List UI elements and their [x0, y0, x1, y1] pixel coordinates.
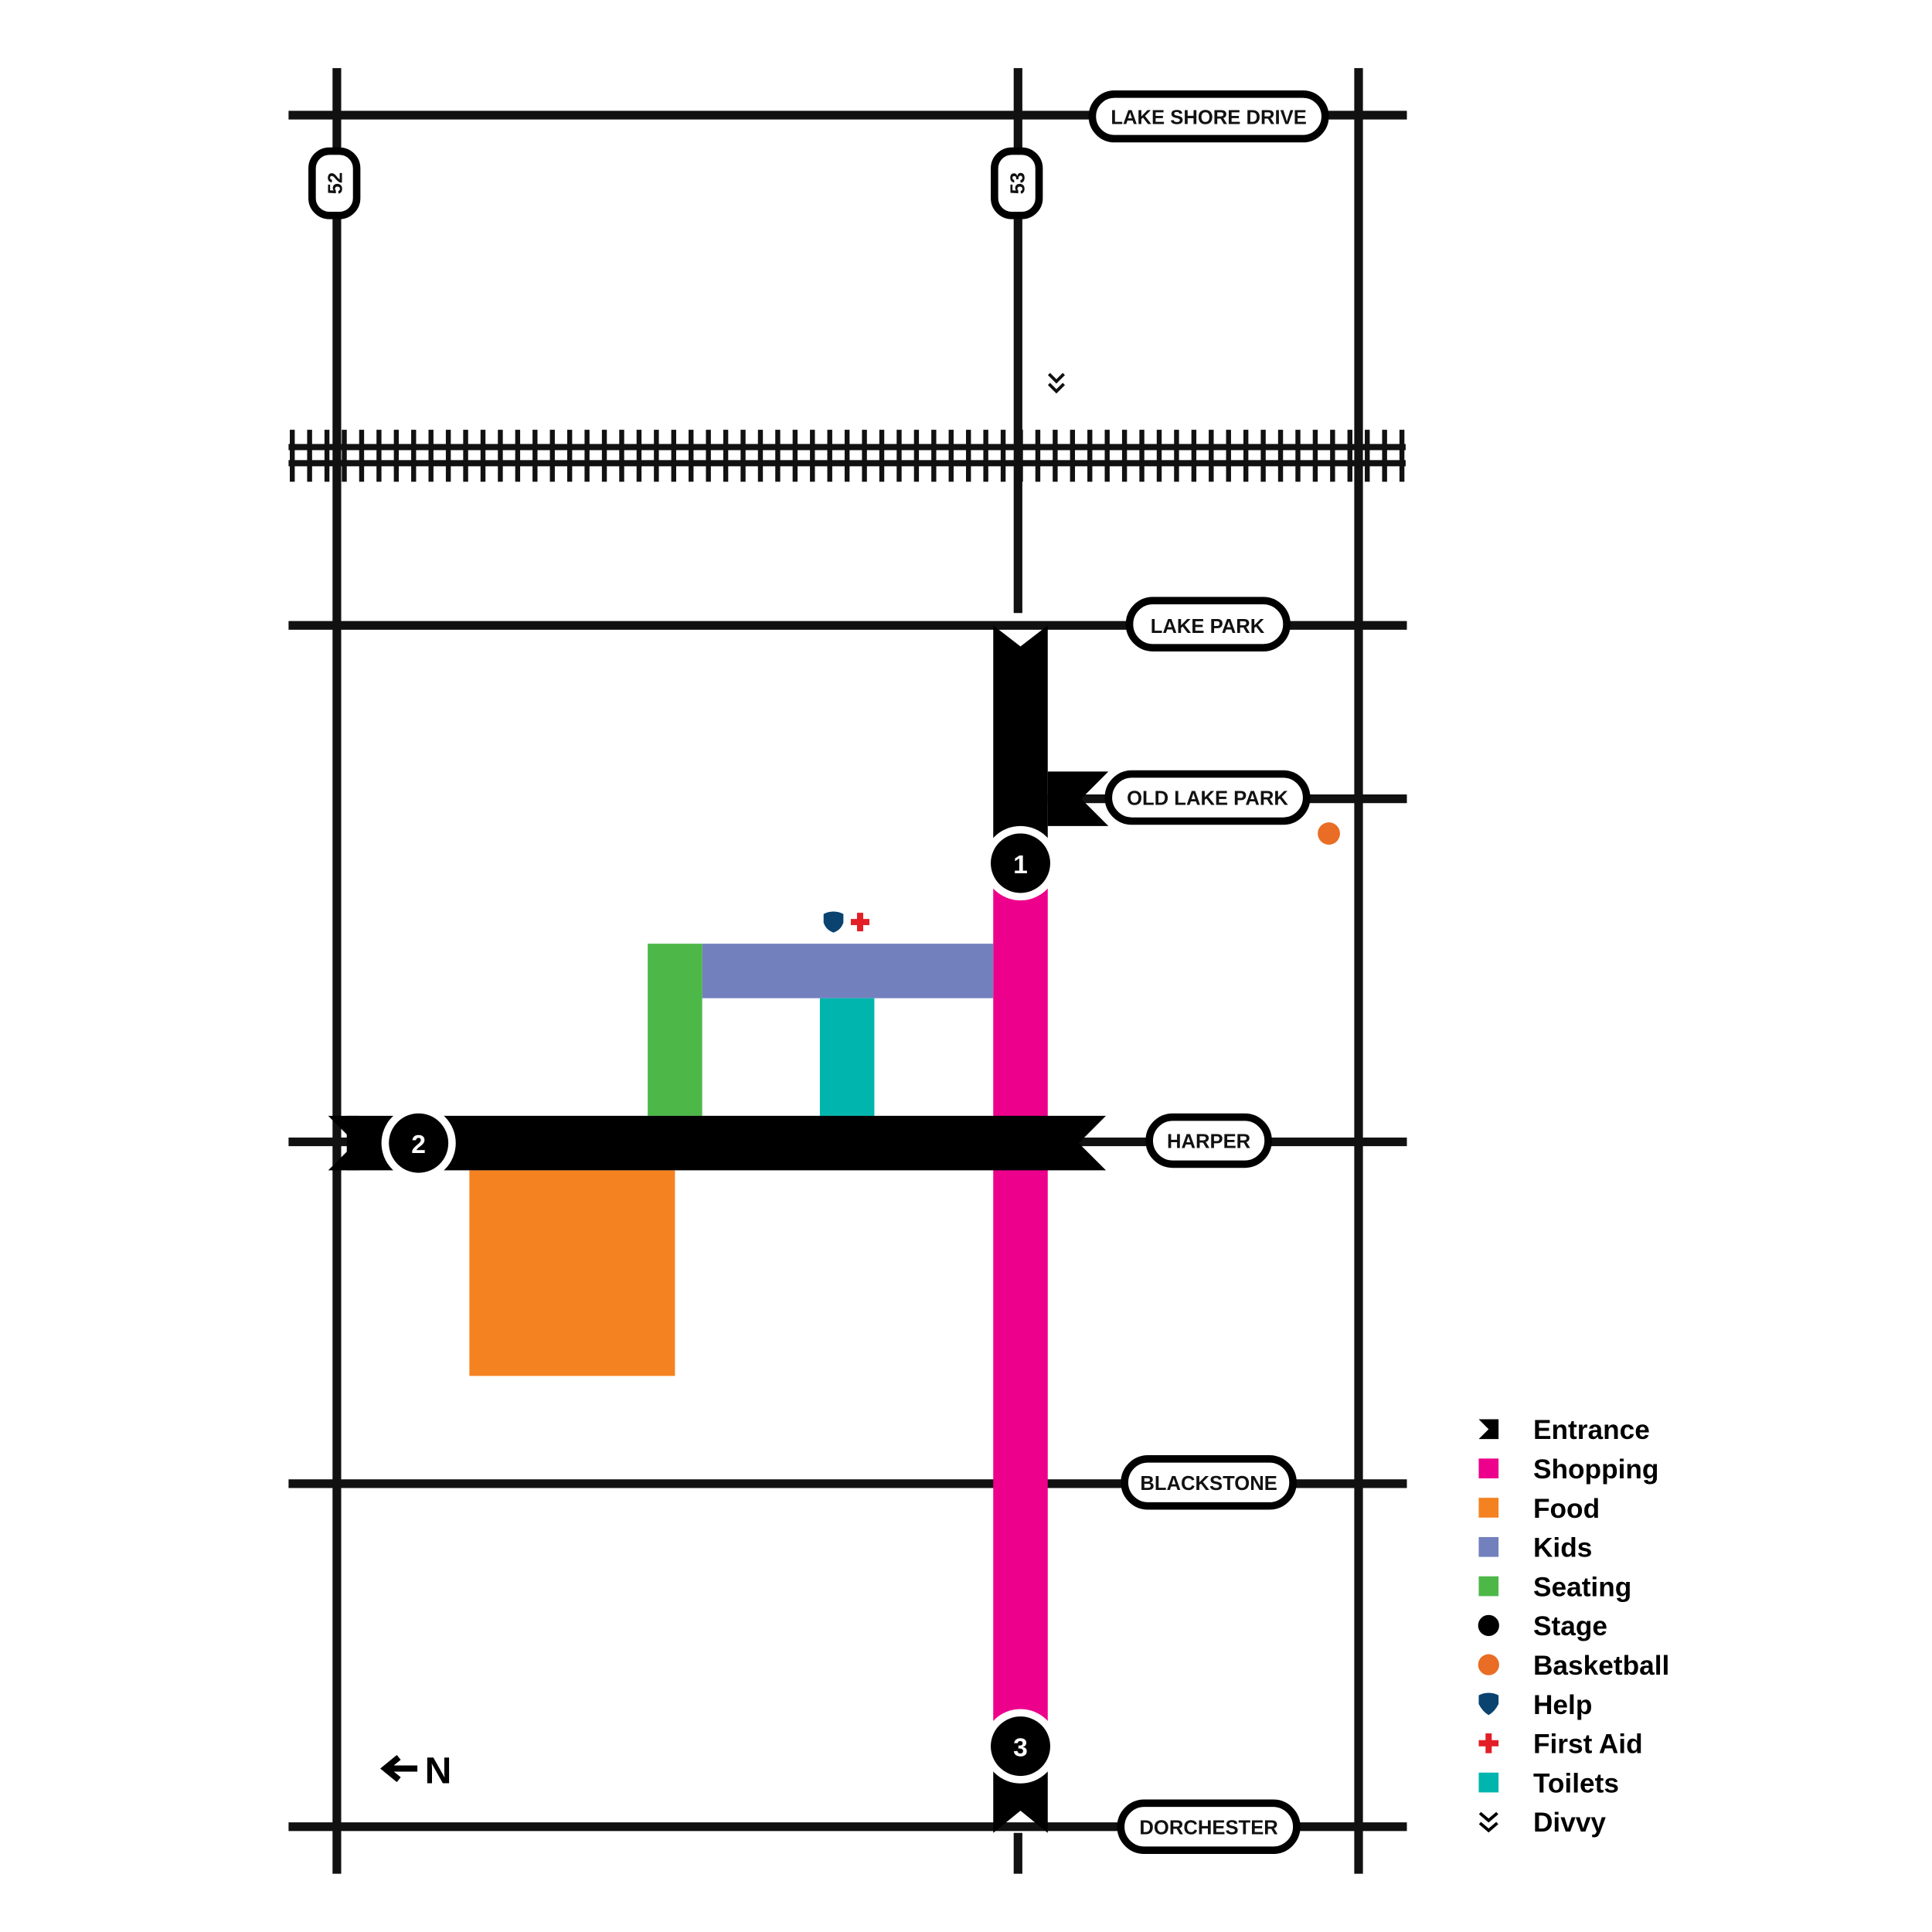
stage-legend-icon [1478, 1614, 1499, 1636]
stage-3[interactable]: 3 [983, 1709, 1058, 1784]
legend-item: Seating [1478, 1572, 1631, 1602]
svg-text:DORCHESTER: DORCHESTER [1139, 1817, 1277, 1838]
svg-text:N: N [425, 1750, 452, 1792]
kids-legend-icon [1478, 1536, 1499, 1557]
entrance-lake-park[interactable] [993, 625, 1048, 842]
legend-item: Shopping [1478, 1454, 1658, 1485]
legend-item: Entrance [1478, 1415, 1650, 1445]
legend-label: Shopping [1533, 1454, 1659, 1485]
seating-legend-icon [1478, 1576, 1499, 1597]
kids-zone[interactable] [702, 944, 994, 998]
entrance-harper-east[interactable] [346, 1115, 1107, 1171]
first-aid-cross-icon[interactable] [850, 913, 869, 932]
legend-item: Stage [1478, 1611, 1607, 1641]
legend-item: First Aid [1478, 1730, 1643, 1760]
stage-1-label: 1 [1013, 851, 1028, 879]
legend-label: Help [1533, 1690, 1592, 1720]
legend: EntranceShoppingFoodKidsSeatingStageBask… [1478, 1415, 1669, 1838]
entrance-legend-icon [1478, 1419, 1499, 1440]
legend-label: Basketball [1533, 1651, 1669, 1681]
label-52: 52 [308, 147, 361, 219]
first-aid-legend-icon [1478, 1733, 1499, 1753]
legend-item: Basketball [1478, 1651, 1669, 1681]
stage-2-label: 2 [411, 1131, 426, 1159]
entrance-harper-west[interactable] [328, 1115, 359, 1171]
label-lake-park: LAKE PARK [1125, 597, 1291, 651]
shopping-legend-icon [1478, 1458, 1499, 1478]
label-53: 53 [991, 147, 1043, 219]
svg-text:BLACKSTONE: BLACKSTONE [1140, 1473, 1277, 1495]
divvy-icon[interactable] [1047, 372, 1066, 394]
legend-label: Toilets [1533, 1768, 1619, 1798]
north-arrow: N [380, 1750, 452, 1792]
food-zone[interactable] [469, 1170, 675, 1376]
arrow-left-icon [380, 1754, 418, 1782]
legend-item: Food [1478, 1494, 1600, 1524]
legend-item: Toilets [1478, 1768, 1619, 1798]
legend-item: Help [1478, 1690, 1592, 1720]
toilets-legend-icon [1478, 1772, 1499, 1793]
label-dorchester: DORCHESTER [1117, 1799, 1301, 1855]
stage-3-label: 3 [1013, 1733, 1028, 1762]
legend-label: Kids [1533, 1533, 1592, 1563]
legend-label: Entrance [1533, 1415, 1650, 1445]
legend-label: Divvy [1533, 1808, 1606, 1838]
svg-text:LAKE PARK: LAKE PARK [1151, 616, 1265, 638]
food-legend-icon [1478, 1498, 1499, 1518]
divvy-legend-icon [1478, 1811, 1498, 1833]
basketball-icon[interactable] [1318, 822, 1340, 845]
entrance-old-lake-park[interactable] [1047, 771, 1109, 826]
label-harper: HARPER [1145, 1113, 1272, 1168]
legend-label: Seating [1533, 1572, 1631, 1602]
legend-label: Stage [1533, 1611, 1607, 1641]
stage-2[interactable]: 2 [381, 1106, 456, 1181]
shopping-zone[interactable] [993, 866, 1048, 1734]
svg-text:LAKE SHORE DRIVE: LAKE SHORE DRIVE [1111, 107, 1306, 128]
legend-item: Divvy [1478, 1808, 1606, 1838]
stage-1[interactable]: 1 [983, 825, 1058, 901]
svg-text:53: 53 [1007, 172, 1029, 195]
svg-text:52: 52 [325, 172, 346, 195]
label-lake-shore-drive: LAKE SHORE DRIVE [1088, 90, 1329, 143]
help-shield-icon[interactable] [823, 911, 844, 933]
seating-zone[interactable] [648, 944, 702, 1116]
label-old-lake-park: OLD LAKE PARK [1104, 770, 1311, 825]
toilets-zone[interactable] [819, 998, 875, 1116]
svg-text:HARPER: HARPER [1167, 1131, 1250, 1153]
help-legend-icon [1478, 1692, 1499, 1716]
legend-item: Kids [1478, 1533, 1592, 1563]
legend-label: First Aid [1533, 1730, 1643, 1760]
legend-label: Food [1533, 1494, 1600, 1524]
railroad [288, 430, 1406, 482]
label-blackstone: BLACKSTONE [1121, 1455, 1297, 1510]
svg-text:OLD LAKE PARK: OLD LAKE PARK [1127, 788, 1288, 810]
basketball-legend-icon [1478, 1654, 1499, 1675]
